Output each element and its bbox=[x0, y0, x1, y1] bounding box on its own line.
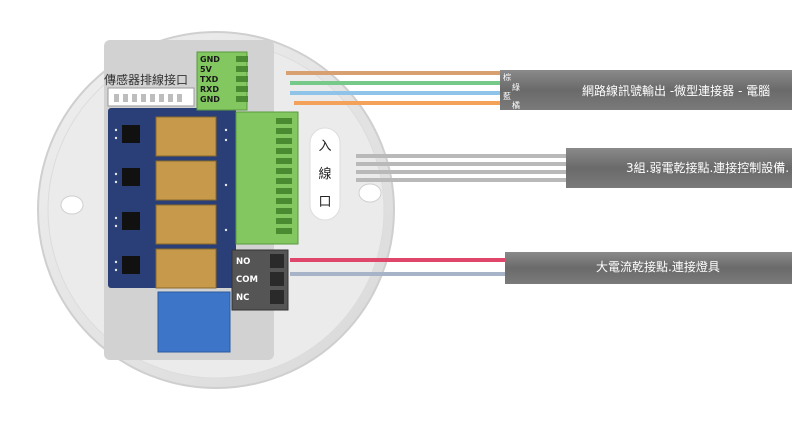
power-relay-block bbox=[157, 291, 231, 353]
dry-contact-sleeve bbox=[566, 148, 792, 188]
screw-hole-right bbox=[358, 183, 382, 203]
pin-label: TXD bbox=[200, 75, 219, 84]
relay-modules bbox=[155, 116, 217, 289]
pin-label: GND bbox=[200, 95, 220, 104]
relay-4 bbox=[155, 248, 217, 289]
network-cable-label: 網路線訊號輸出 -微型連接器 - 電腦 bbox=[582, 83, 770, 98]
sensor-port-label: 傳感器排線接口 bbox=[104, 72, 188, 87]
power-contact-label: 大電流乾接點.連接燈具 bbox=[596, 259, 720, 274]
pin-label: GND bbox=[200, 55, 220, 64]
network-cable-sleeve bbox=[500, 70, 792, 110]
pin-label: 5V bbox=[200, 65, 213, 74]
wire-tag: 棕 bbox=[503, 72, 511, 82]
terminal-label: COM bbox=[236, 275, 258, 285]
relay-1 bbox=[155, 116, 217, 157]
relay-3 bbox=[155, 204, 217, 245]
relay-2 bbox=[155, 160, 217, 201]
wire-tag: 橘 bbox=[512, 100, 520, 110]
entry-label-char: 口 bbox=[318, 195, 331, 210]
entry-label-char: 入 bbox=[318, 139, 331, 154]
dry-contact-cable bbox=[356, 148, 792, 188]
dry-contact-label: 3組.弱電乾接點.連接控制設備. bbox=[626, 160, 789, 175]
entry-label-char: 線 bbox=[318, 166, 331, 182]
wire-tag: 藍 bbox=[503, 91, 511, 101]
terminal-label: NO bbox=[236, 257, 250, 267]
screw-hole-left bbox=[60, 195, 84, 215]
terminal-label: NC bbox=[236, 293, 249, 303]
network-cable: 棕 綠 藍 橘 bbox=[286, 70, 792, 110]
cable-entry-slot bbox=[309, 127, 341, 221]
power-contact-sleeve bbox=[505, 252, 792, 284]
relay-ics bbox=[122, 125, 140, 274]
power-contact-cable bbox=[290, 252, 792, 284]
pin-label: RXD bbox=[200, 85, 219, 94]
wire-tag: 綠 bbox=[512, 82, 520, 92]
